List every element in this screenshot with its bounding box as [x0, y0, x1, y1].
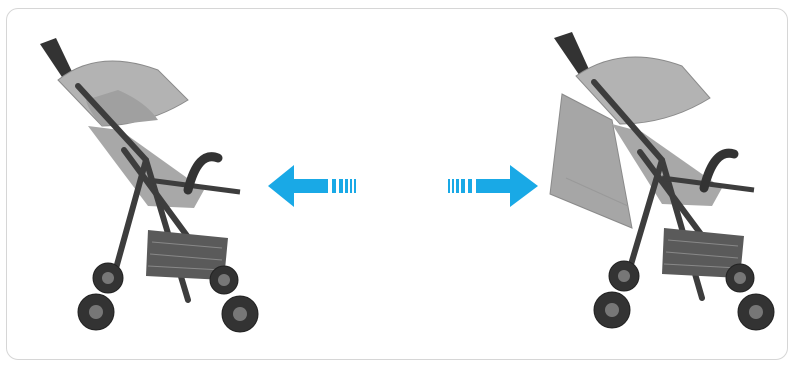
stroller-extended-canopy-icon: [532, 28, 792, 338]
arrow-right-icon: [444, 163, 540, 209]
arrow-left-icon: [266, 163, 362, 209]
stroller-icon: [28, 30, 278, 340]
